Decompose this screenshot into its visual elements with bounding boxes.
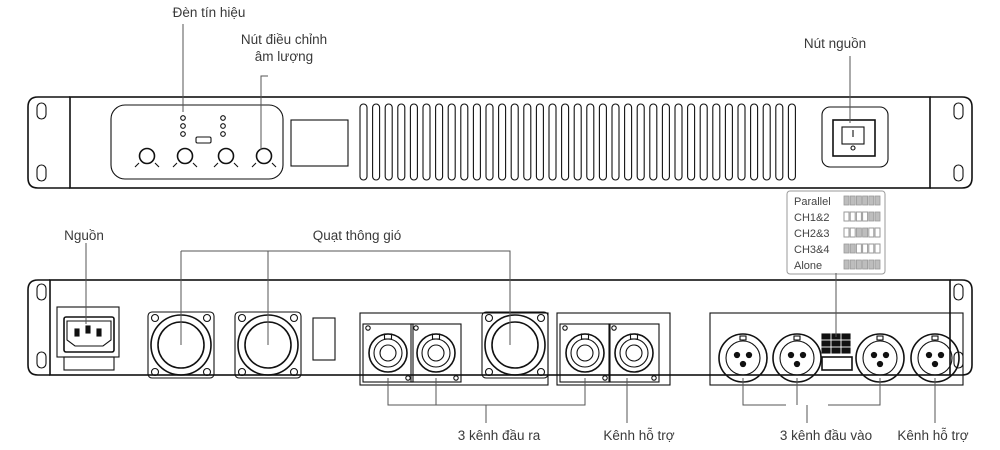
front-vent-grille	[359, 103, 796, 181]
power-switch-housing	[821, 106, 889, 168]
signal-lights-label: Đèn tín hiệu	[173, 5, 246, 20]
front-ear-hole	[953, 164, 964, 182]
front-rack-ear-left	[27, 96, 70, 189]
front-ear-hole	[36, 102, 47, 120]
volume-knob-label-line2: âm lượng	[255, 49, 313, 64]
dip-switch-block[interactable]	[821, 333, 853, 371]
xlr-inputs	[718, 333, 960, 383]
signal-lights	[180, 115, 226, 144]
volume-knob[interactable]	[172, 147, 198, 168]
inputs-label: 3 kênh đầu vào	[780, 428, 872, 443]
fans-label: Quạt thông gió	[313, 228, 402, 243]
power-switch[interactable]	[832, 119, 876, 157]
rear-chassis	[49, 279, 951, 376]
volume-knob-label: Nút điều chỉnh	[241, 32, 327, 47]
dip-mode-label: Parallel	[794, 196, 831, 208]
rear-leader-lines	[85, 243, 936, 423]
front-panel	[27, 96, 973, 189]
dip-mode-label: CH3&4	[794, 244, 829, 256]
front-display-window	[290, 119, 349, 167]
front-chassis	[69, 96, 931, 189]
rear-ear-hole	[953, 283, 964, 301]
dip-mode-label: Alone	[794, 260, 822, 272]
aux-input-label: Kênh hỗ trợ	[897, 428, 968, 443]
volume-knob[interactable]	[213, 147, 239, 168]
rear-rack-ear-right	[950, 279, 973, 376]
power-inlet[interactable]	[63, 316, 115, 371]
aux-output-module-box	[556, 312, 671, 386]
rear-ear-hole	[36, 351, 47, 369]
rear-vent-slot	[312, 317, 336, 361]
power-inlet-label: Nguồn	[64, 228, 104, 243]
volume-knob[interactable]	[134, 147, 160, 168]
rear-ear-hole	[36, 283, 47, 301]
power-button-label: Nút nguồn	[804, 36, 866, 51]
dip-mode-label: CH2&3	[794, 228, 829, 240]
dip-switch-legend: Parallel CH1&2 CH2&3 CH3&4 Alone	[786, 190, 886, 275]
front-rack-ear-right	[930, 96, 973, 189]
fan-group	[147, 311, 549, 379]
front-control-panel	[110, 104, 284, 180]
front-ear-hole	[36, 164, 47, 182]
dip-mode-label: CH1&2	[794, 212, 829, 224]
aux-output-label: Kênh hỗ trợ	[603, 428, 674, 443]
rear-panel	[27, 279, 973, 386]
speakon-outputs	[362, 323, 660, 383]
volume-knob[interactable]	[251, 147, 277, 168]
rear-rack-ear-left	[27, 279, 50, 376]
dip-switch-patterns	[843, 195, 881, 270]
front-ear-hole	[953, 102, 964, 120]
output-module-box	[359, 312, 549, 386]
outputs-label: 3 kênh đầu ra	[458, 428, 541, 443]
front-leader-lines	[182, 24, 851, 150]
